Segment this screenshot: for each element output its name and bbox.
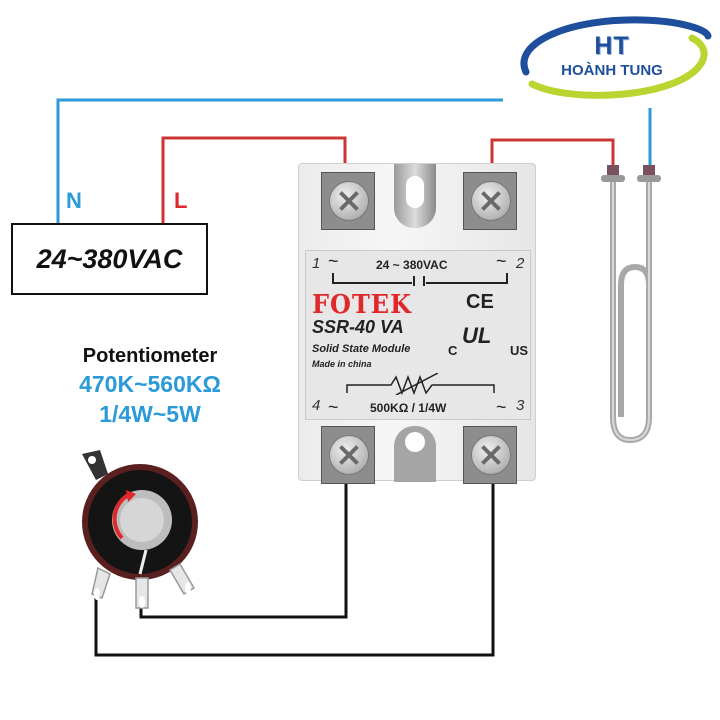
terminal-1 [321,172,375,230]
potentiometer-power: 1/4W~5W [99,401,201,427]
screw-icon [329,181,369,221]
ce-mark: CE [466,291,494,313]
terminal-3 [463,426,517,484]
control-wire-terminal3 [94,465,495,657]
line-label: L [174,188,188,213]
line-wire-to-ssr [161,136,347,223]
logo-company-name: HOÀNH TUNG [561,62,663,79]
potentiometer-title: Potentiometer [82,345,218,367]
company-logo: HT HOÀNH TUNG [512,12,712,102]
logo-initials: HT [594,32,630,60]
screw-icon [471,181,511,221]
switch-symbol-icon [332,273,508,286]
ac-tilde: ~ [328,251,339,271]
brand-logo: FOTEK [312,287,412,320]
solid-state-relay: 1 ~ 24 ~ 380VAC ~ 2 FOTEK CE SSR-40 VA C… [298,163,536,484]
potentiometer-resistance: 470K~560KΩ [79,371,221,397]
ac-tilde: ~ [496,251,507,271]
pin-2-label: 2 [516,255,525,272]
screw-icon [329,435,369,475]
made-in-label: Made in china [312,359,372,369]
ul-us-mark: US [510,343,529,358]
load-wire-to-heater [490,138,615,178]
model-number: SSR-40 VA [312,317,404,337]
pin-3-label: 3 [516,397,525,414]
screw-icon [471,435,511,475]
module-description: Solid State Module [312,343,411,355]
ssr-label-plate: 1 ~ 24 ~ 380VAC ~ 2 FOTEK CE SSR-40 VA C… [305,250,531,420]
neutral-wire [56,98,503,223]
pin-1-label: 1 [312,255,321,272]
terminal-4 [321,426,375,484]
power-supply-box: 24~380VAC [11,223,208,295]
control-rating: 500KΩ / 1/4W [370,401,447,415]
ul-mark: UL [462,323,492,348]
potentiometer-icon [82,450,198,609]
ul-c-mark: C [448,343,458,358]
variable-resistor-icon [346,373,495,395]
heating-element-icon [601,165,661,444]
logo-swoosh-icon [520,16,712,99]
neutral-label: N [66,188,82,213]
mounting-tab-bottom [394,426,436,482]
supply-voltage: 24~380VAC [36,243,183,274]
ac-tilde: ~ [328,397,339,417]
terminal-2 [463,172,517,230]
mounting-tab-top [394,164,436,228]
pin-4-label: 4 [312,397,321,414]
output-voltage: 24 ~ 380VAC [376,258,448,272]
ac-tilde: ~ [496,397,507,417]
